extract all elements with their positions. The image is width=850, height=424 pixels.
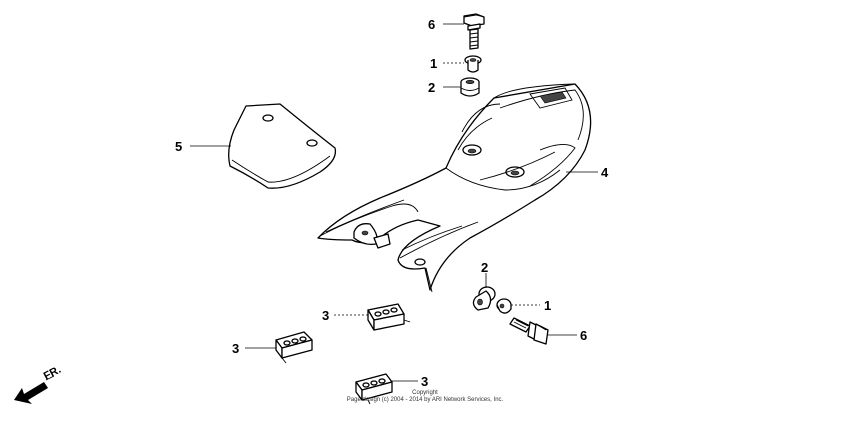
cushion-b[interactable] (275, 331, 313, 364)
callout-cushion-b: 3 (232, 341, 239, 356)
callout-seat-pad: 5 (175, 139, 182, 154)
top-rubber[interactable] (460, 77, 480, 97)
callout-cushion-c: 3 (421, 374, 428, 389)
callout-rear-cowl: 4 (601, 165, 609, 180)
callout-top-collar: 1 (430, 56, 437, 71)
callout-top-bolt: 6 (428, 17, 435, 32)
callout-cushion-a: 3 (322, 308, 329, 323)
top-collar[interactable] (464, 55, 482, 73)
rear-cowl[interactable] (317, 83, 592, 293)
lower-bolt[interactable] (509, 317, 549, 345)
lower-rubber[interactable] (472, 286, 496, 311)
top-bolt[interactable] (463, 13, 485, 50)
seat-pad[interactable] (228, 103, 337, 189)
copyright-line2: Page design (c) 2004 - 2014 by ARI Netwo… (347, 397, 504, 403)
lower-collar[interactable] (496, 298, 512, 314)
copyright-line1: Copyright (412, 390, 438, 396)
callout-lower-collar: 1 (544, 298, 551, 313)
callout-lower-bolt: 6 (580, 328, 587, 343)
front-direction-arrow-icon (14, 375, 55, 404)
cushion-a[interactable] (367, 303, 411, 331)
callout-top-rubber: 2 (428, 80, 435, 95)
callout-lower-rubber: 2 (481, 260, 488, 275)
cushion-c[interactable] (355, 373, 393, 405)
direction-label: FR. (42, 364, 63, 383)
